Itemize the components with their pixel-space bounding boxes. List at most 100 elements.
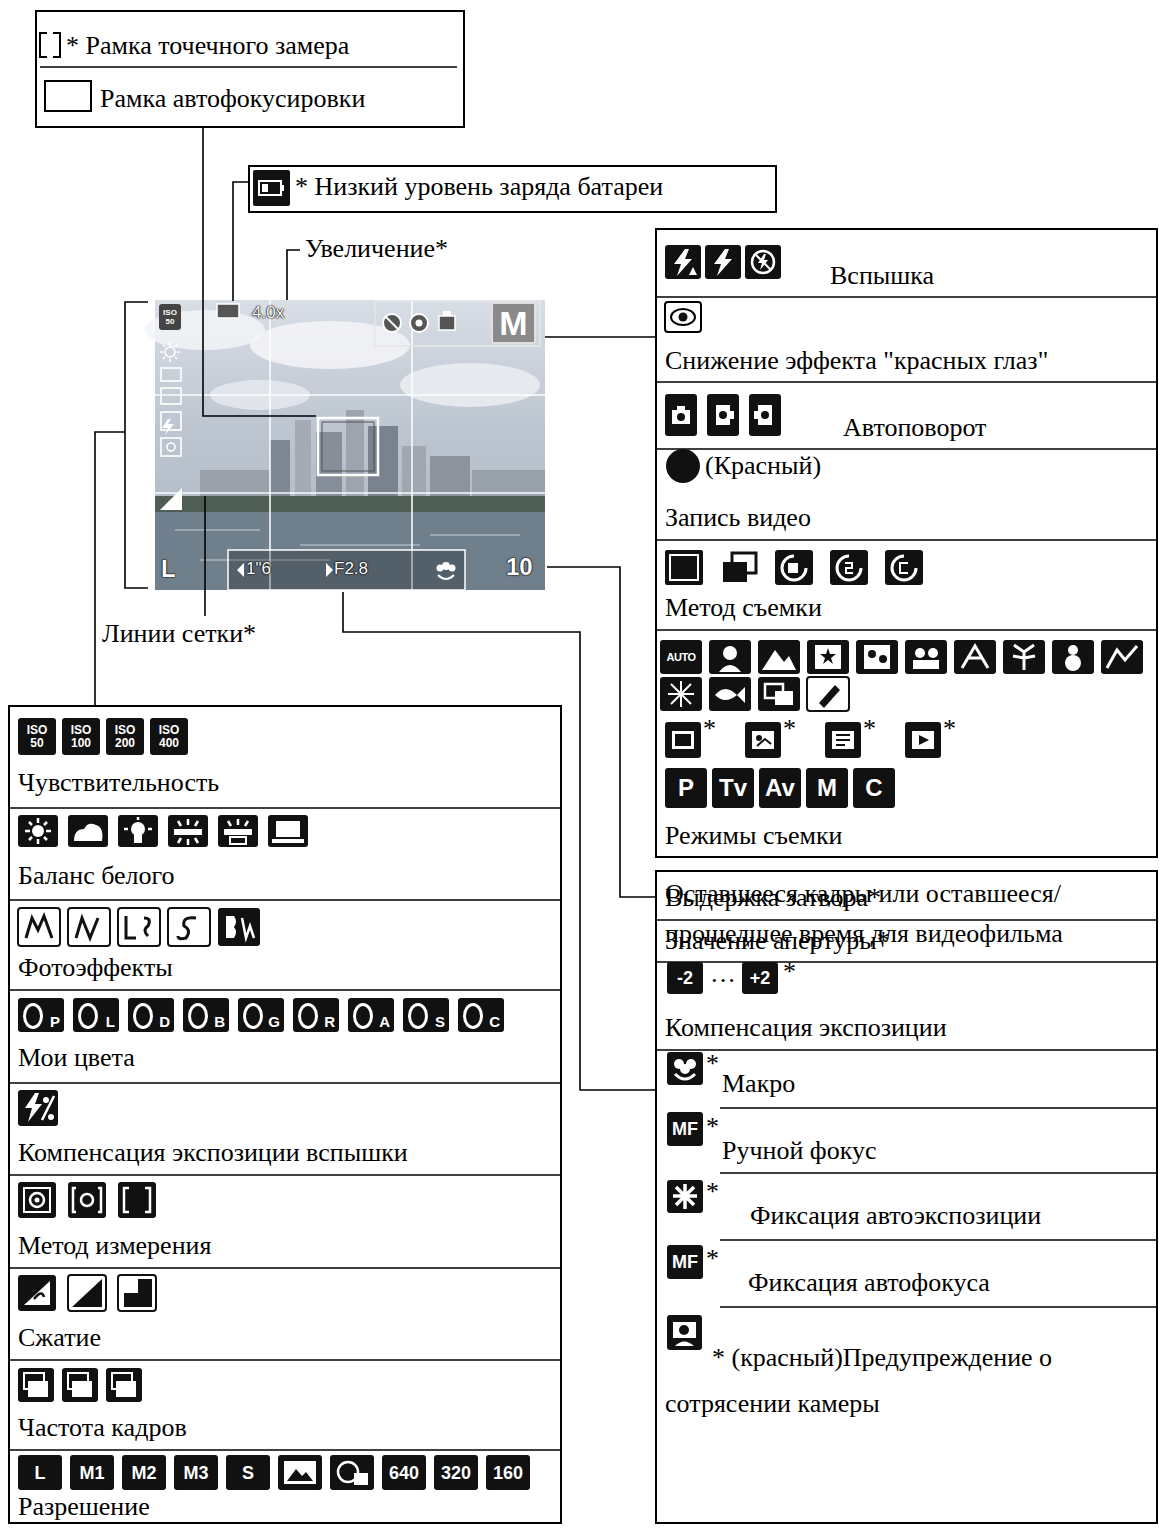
icon [262,184,268,192]
icon [675,1342,694,1347]
icon [673,1322,696,1338]
divider-line [40,66,457,68]
icon [807,677,849,711]
icon [178,819,198,845]
lcd-screen [161,368,181,381]
lcd-screen [383,314,401,332]
icon-label: P [665,768,707,808]
caption-text: * [783,958,796,986]
icon [168,908,210,946]
icon [761,411,769,419]
icon [1052,640,1094,674]
caption-text: Метод съемки [665,594,822,622]
icon [667,1052,703,1085]
lcd-screen [269,300,271,590]
icon [709,677,751,711]
caption-text: Фиксация автофокуса [748,1269,990,1297]
icon [672,410,690,424]
icon-label: 160 [486,1455,530,1490]
lcd-screen [160,342,181,456]
lcd-screen [438,575,454,579]
caption-text: * [863,715,876,743]
icon [1068,645,1078,655]
lcd-screen [228,550,465,590]
icon [832,731,854,749]
lcd-screen [386,317,398,329]
icon [25,818,51,844]
caption-text: * [943,715,956,743]
icon [667,1315,702,1350]
icon [68,908,110,946]
icon [665,302,701,332]
lcd-screen [161,388,181,404]
icon [928,648,938,658]
lcd-screen [318,418,378,475]
icon [272,839,304,843]
icon-label: G [238,998,284,1032]
caption-text: Автоповорот [843,414,986,442]
icon [919,735,929,745]
lcd-screen [165,347,175,357]
icon [715,687,745,703]
icon [723,553,756,582]
icon [242,918,254,938]
icon [62,1368,98,1402]
icon [28,1381,48,1397]
icon [675,1074,695,1079]
icon [962,646,988,668]
icon [18,1090,58,1126]
caption-text: Компенсация экспозиции вспышки [18,1139,408,1167]
callout-label: Линии сетки* [102,620,256,648]
icon-label: M3 [174,1455,218,1490]
icon [665,722,701,758]
icon [281,185,284,191]
icon [830,550,868,585]
icon [354,1473,368,1485]
callout-box: * Низкий уровень заряда батареи [248,165,777,213]
icon [673,1184,697,1209]
icon [74,824,102,841]
icon [118,815,158,847]
icon [719,411,727,419]
callout-box: * Рамка точечного замераРамка автофокуси… [35,10,465,128]
icon [915,648,925,658]
icon [837,556,861,580]
lcd-screen [162,419,174,435]
icon [885,550,923,585]
icon-label: 320 [434,1455,478,1490]
icon [118,1275,156,1311]
icon [868,650,876,658]
icon [168,815,208,847]
icon-label: ISO 400 [150,718,188,755]
icon [665,550,703,585]
icon [18,1182,56,1218]
icon [892,556,916,580]
caption-text: Ручной фокус [722,1137,877,1165]
caption-text: Режимы съемки [665,822,842,850]
icon [24,1188,50,1212]
caption-text: * [706,1245,719,1273]
icon [18,815,58,847]
icon [856,640,898,674]
icon [714,249,732,276]
icon [45,81,91,111]
caption-text: * [706,1178,719,1206]
caption-text: Баланс белого [18,862,175,890]
icon [1052,640,1094,674]
divider-line [10,67,1156,1450]
icon [758,640,800,674]
icon [913,660,939,669]
icon [116,1381,136,1397]
caption-text: * [706,1113,719,1141]
icon [775,550,813,585]
icon-label: MF [667,1112,703,1146]
divider-line [10,808,560,1450]
icon [677,406,685,410]
icon [68,1275,106,1311]
icon [118,1182,156,1218]
icon [680,1064,690,1074]
lcd-screen [326,563,333,577]
icon [32,825,44,837]
icon-label: R [293,998,339,1032]
leader-line [547,567,655,897]
